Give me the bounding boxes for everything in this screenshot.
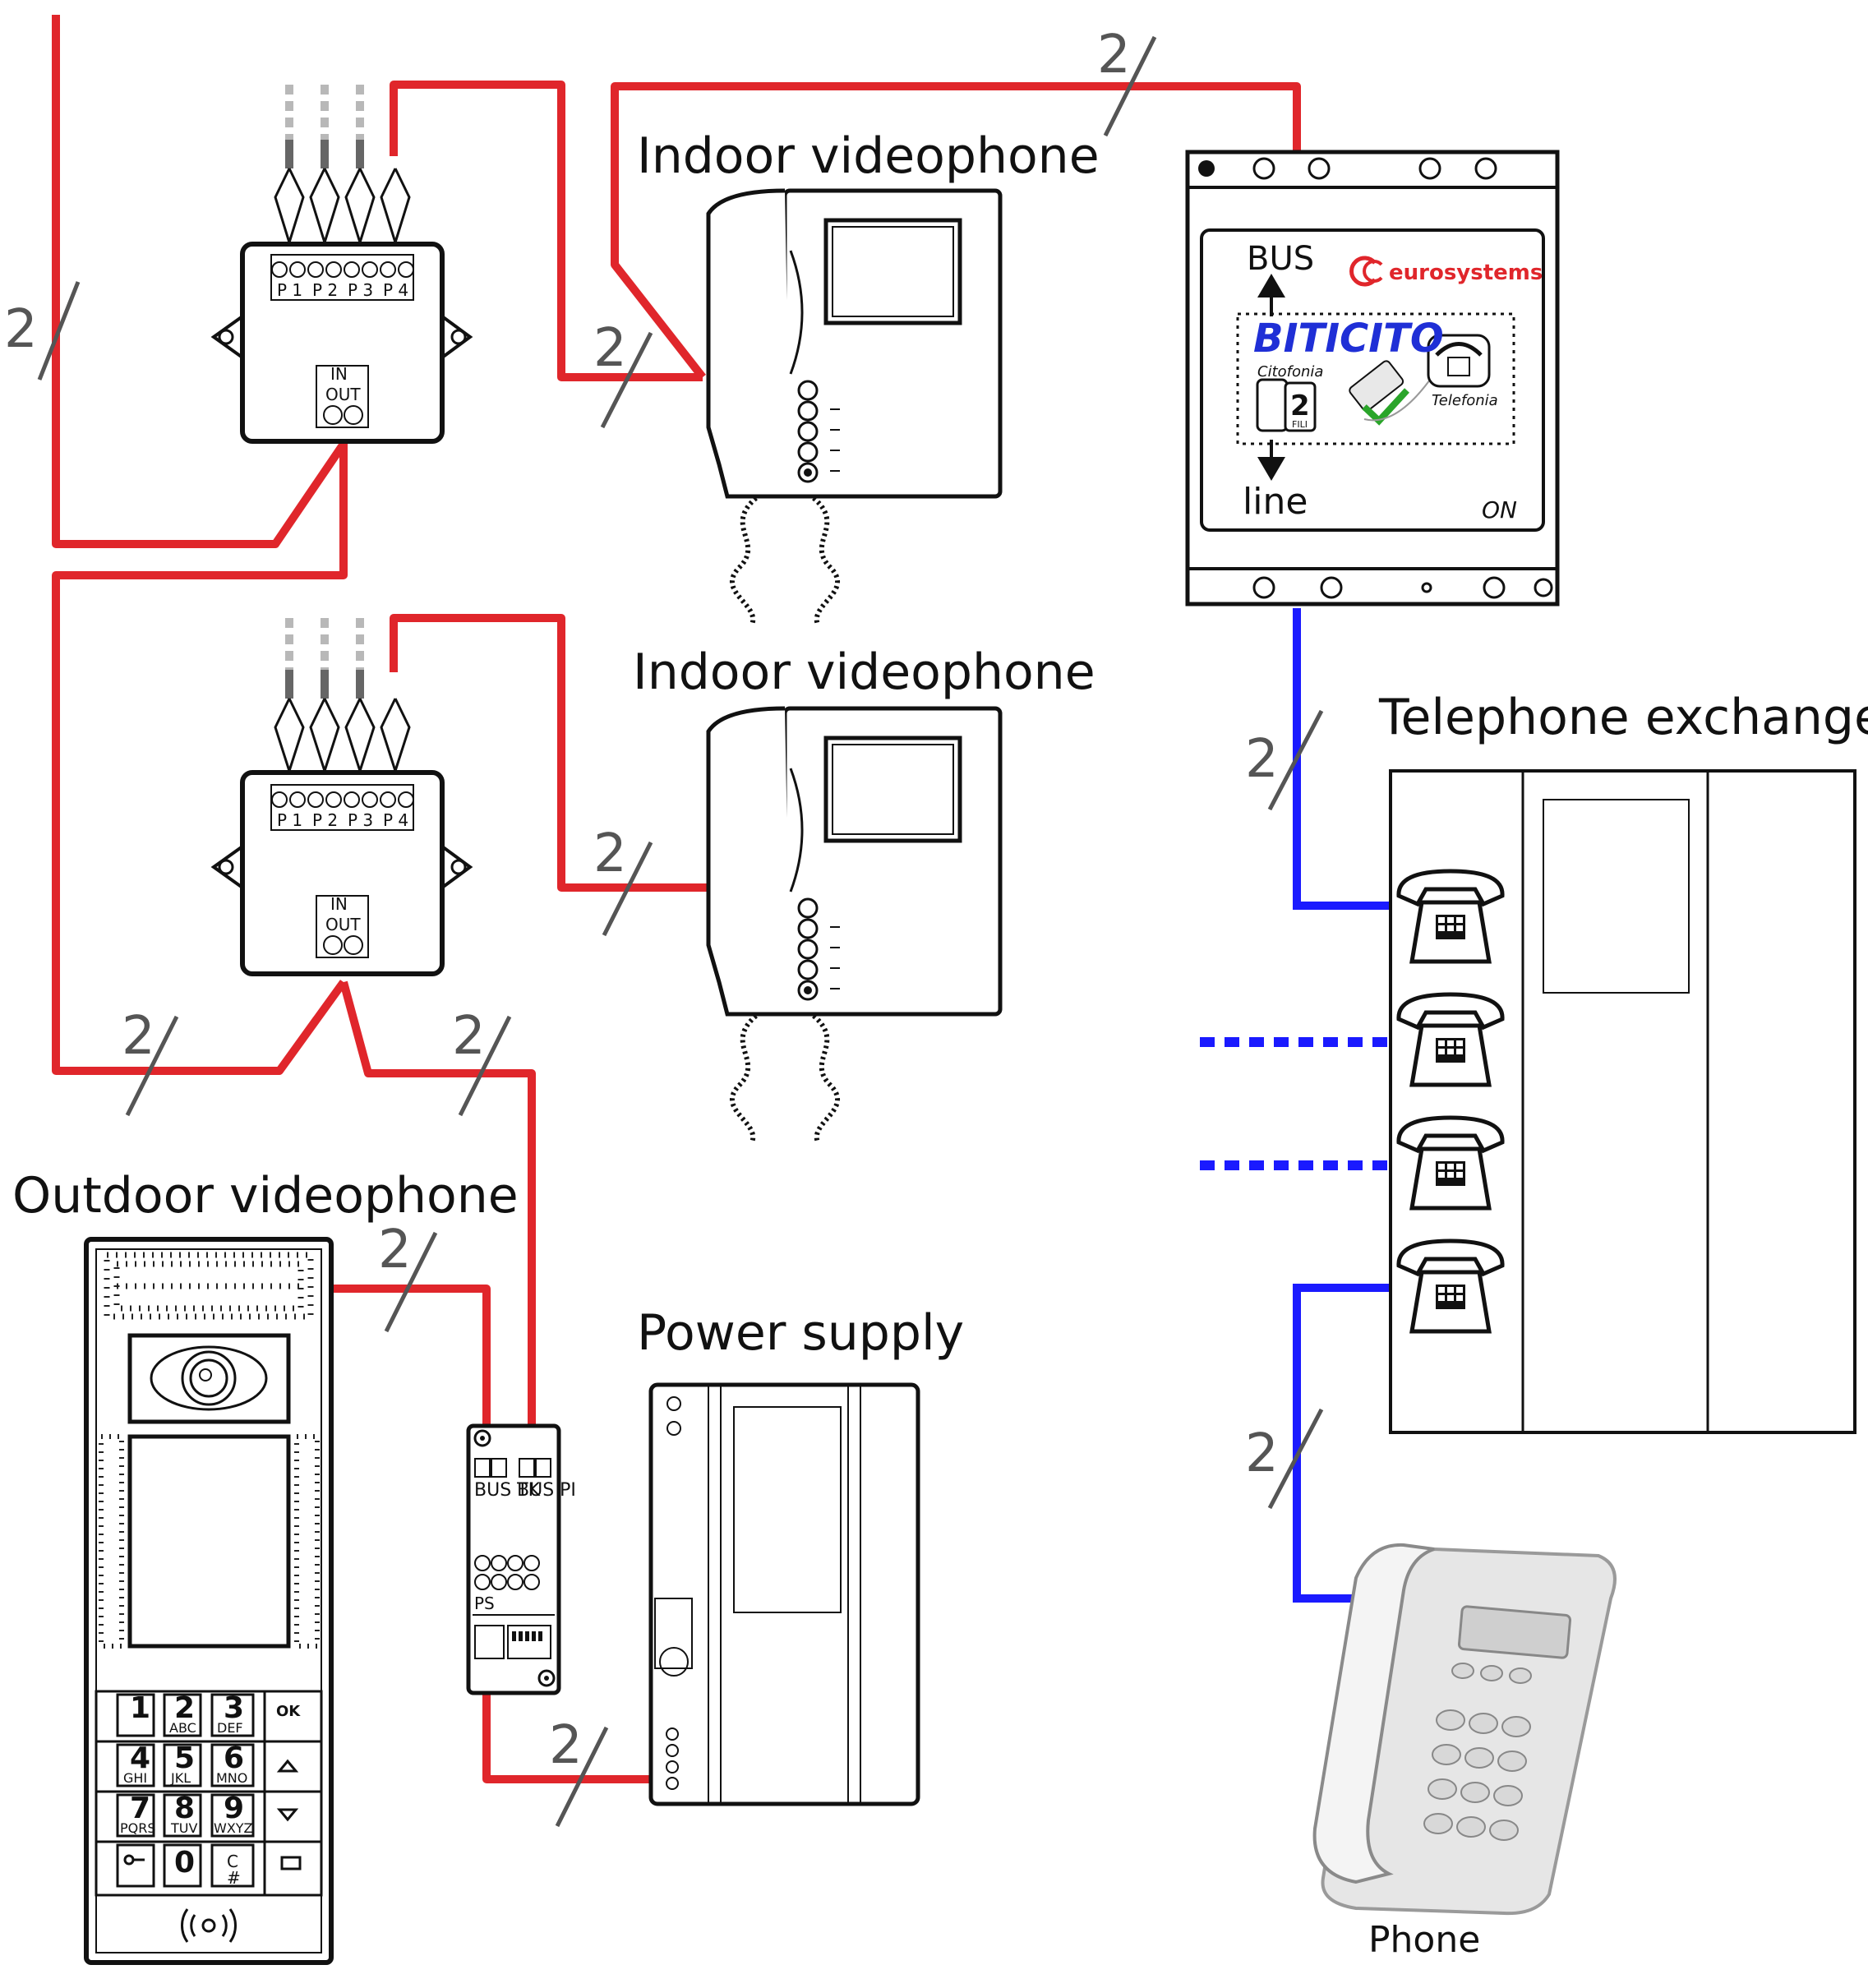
in-label: IN bbox=[330, 364, 348, 384]
speaker-grille bbox=[104, 1252, 314, 1320]
port-label-p4: P 4 bbox=[383, 810, 408, 830]
intercom-handset-icon bbox=[1256, 378, 1317, 432]
line-arrow-icon bbox=[1257, 457, 1285, 481]
outdoor-videophone-label: Outdoor videophone bbox=[12, 1167, 519, 1225]
key-5: 5 bbox=[174, 1741, 195, 1775]
wire-count-label: 2 bbox=[549, 1715, 583, 1776]
port-label-p4: P 4 bbox=[383, 280, 408, 300]
port-label-p1: P 1 bbox=[277, 280, 302, 300]
key-3: 3 bbox=[224, 1691, 244, 1725]
keypad bbox=[95, 1690, 323, 1897]
bus-label: BUS bbox=[1247, 240, 1314, 278]
diagram-text: Indoor videophone Indoor videophone Outd… bbox=[4, 25, 1868, 1961]
wire-count-label: 2 bbox=[452, 1006, 486, 1067]
bus-distributor-1 bbox=[210, 85, 473, 444]
bus-pi-label: BUS PI bbox=[517, 1480, 576, 1501]
camera-lens bbox=[150, 1345, 268, 1411]
on-label: ON bbox=[1482, 496, 1517, 524]
indoor-videophone-2-label: Indoor videophone bbox=[633, 643, 1095, 701]
key-letters: MNO bbox=[216, 1770, 247, 1786]
key-8: 8 bbox=[174, 1792, 195, 1825]
wire-count-label: 2 bbox=[4, 299, 38, 360]
outdoor-videophone bbox=[84, 1237, 334, 1965]
bus-control-unit bbox=[466, 1423, 561, 1695]
in-label: IN bbox=[330, 894, 348, 914]
brand-label: eurosystems bbox=[1389, 261, 1543, 285]
key-letters: ABC bbox=[169, 1720, 196, 1736]
line-label: line bbox=[1243, 481, 1308, 523]
key-6: 6 bbox=[224, 1741, 244, 1775]
key-icon bbox=[123, 1854, 145, 1866]
eurosystems-logo bbox=[1349, 256, 1383, 287]
down-arrow-icon bbox=[276, 1808, 299, 1822]
red-wiring bbox=[52, 15, 1301, 1783]
key-9: 9 bbox=[224, 1792, 244, 1825]
hash-key-label: # bbox=[227, 1868, 241, 1888]
key-0: 0 bbox=[174, 1846, 195, 1880]
telephone-icon bbox=[1427, 334, 1491, 388]
port-label-p3: P 3 bbox=[348, 810, 373, 830]
citofonia-label: Citofonia bbox=[1257, 363, 1323, 381]
c-key-label: C bbox=[227, 1852, 238, 1871]
wire-count-label: 2 bbox=[593, 318, 627, 379]
ok-key-label: OK bbox=[276, 1703, 301, 1720]
plug-check-icon bbox=[1349, 360, 1435, 426]
telephone-exchange bbox=[1389, 769, 1856, 1434]
exchange-line-4 bbox=[1396, 1238, 1505, 1334]
key-letters: DEF bbox=[217, 1720, 243, 1736]
port-label-p1: P 1 bbox=[277, 810, 302, 830]
key-7: 7 bbox=[130, 1792, 150, 1825]
wire-count-slashes bbox=[37, 35, 1324, 1828]
wire-count-label: 2 bbox=[378, 1220, 412, 1280]
port-label-p2: P 2 bbox=[312, 280, 338, 300]
desk-phone bbox=[1312, 1543, 1617, 1916]
ps-label: PS bbox=[474, 1594, 495, 1613]
book-icon bbox=[280, 1856, 302, 1870]
key-letters: GHI bbox=[123, 1770, 147, 1786]
product-name: BITICITO bbox=[1253, 316, 1444, 362]
exchange-line-2 bbox=[1396, 992, 1505, 1087]
keypad-symbols bbox=[123, 1759, 302, 1943]
telephone-exchange-label: Telephone exchange bbox=[1378, 689, 1868, 746]
bus-distributor-2 bbox=[210, 618, 473, 976]
indoor-videophone-1 bbox=[706, 188, 1003, 626]
port-label-p3: P 3 bbox=[348, 280, 373, 300]
out-label: OUT bbox=[325, 385, 361, 404]
exchange-line-1 bbox=[1396, 869, 1505, 964]
blue-wiring bbox=[1200, 608, 1391, 1603]
key-letters: WXYZ bbox=[214, 1820, 253, 1836]
power-supply-unit bbox=[648, 1382, 920, 1806]
wire-count-label: 2 bbox=[593, 823, 627, 884]
telefonia-label: Telefonia bbox=[1432, 392, 1498, 409]
biticito-interface bbox=[1185, 150, 1560, 607]
key-2: 2 bbox=[174, 1691, 195, 1725]
indoor-videophone-1-label: Indoor videophone bbox=[637, 127, 1100, 185]
indoor-videophone-2 bbox=[706, 706, 1003, 1144]
fili-number: 2 bbox=[1290, 390, 1310, 422]
port-label-p2: P 2 bbox=[312, 810, 338, 830]
wire-count-label: 2 bbox=[1245, 729, 1279, 790]
exchange-line-3 bbox=[1396, 1115, 1505, 1211]
key-letters: TUV bbox=[170, 1820, 197, 1836]
wire-count-label: 2 bbox=[1097, 25, 1131, 85]
wire-count-label: 2 bbox=[1245, 1423, 1279, 1484]
proximity-reader-icon bbox=[181, 1908, 237, 1943]
power-supply-label: Power supply bbox=[637, 1304, 964, 1362]
key-4: 4 bbox=[130, 1741, 150, 1775]
out-label: OUT bbox=[325, 915, 361, 934]
fili-label: FILI bbox=[1292, 419, 1308, 430]
up-arrow-icon bbox=[276, 1759, 299, 1773]
key-letters: PQRS bbox=[120, 1820, 156, 1836]
key-letters: JKL bbox=[170, 1770, 191, 1786]
phone-label: Phone bbox=[1368, 1919, 1480, 1961]
bus-tk-label: BUS TK bbox=[474, 1480, 541, 1501]
wire-count-label: 2 bbox=[122, 1006, 155, 1067]
key-1: 1 bbox=[130, 1691, 150, 1725]
bus-arrow-icon bbox=[1257, 274, 1285, 298]
